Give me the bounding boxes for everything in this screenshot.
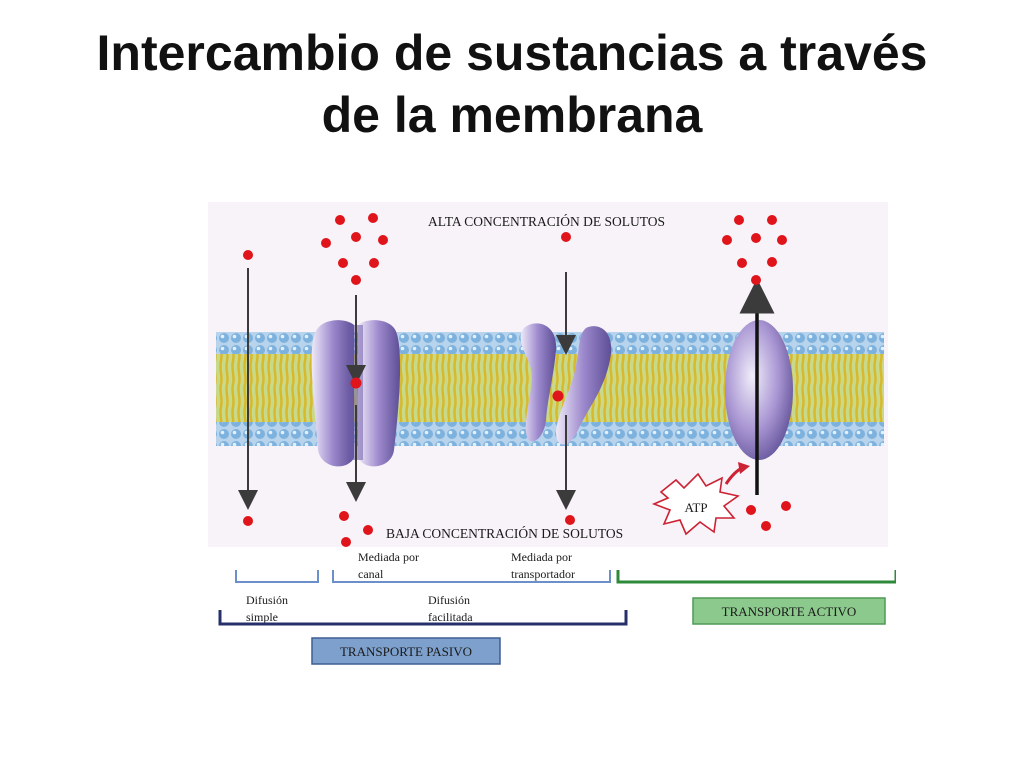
solute-dot bbox=[243, 250, 253, 260]
solute-dot bbox=[321, 238, 331, 248]
facilitated-diffusion-bracket bbox=[332, 570, 611, 583]
solute-dot bbox=[761, 521, 771, 531]
atp-label: ATP bbox=[684, 500, 707, 515]
solute-dot bbox=[339, 511, 349, 521]
solute-dot bbox=[335, 215, 345, 225]
solute-dot bbox=[751, 275, 761, 285]
solute-particles bbox=[243, 213, 791, 547]
channel-protein bbox=[311, 320, 401, 467]
solute-dot bbox=[737, 258, 747, 268]
solute-dot bbox=[350, 377, 362, 389]
active-transport-label: TRANSPORTE ACTIVO bbox=[722, 604, 857, 619]
simple-diffusion-label-line-2: simple bbox=[246, 610, 278, 624]
high-concentration-label: ALTA CONCENTRACIÓN DE SOLUTOS bbox=[428, 214, 665, 229]
solute-dot bbox=[378, 235, 388, 245]
carrier-protein bbox=[520, 323, 612, 445]
low-concentration-label: BAJA CONCENTRACIÓN DE SOLUTOS bbox=[386, 526, 623, 541]
facilitated-diffusion-label-line-1: Difusión bbox=[428, 593, 470, 607]
active-transport-box: TRANSPORTE ACTIVO bbox=[692, 597, 886, 625]
solute-dot bbox=[552, 390, 564, 402]
solute-dot bbox=[351, 232, 361, 242]
passive-transport-bracket bbox=[218, 610, 628, 626]
solute-dot bbox=[777, 235, 787, 245]
facilitated-diffusion-label-line-2: facilitada bbox=[428, 610, 473, 624]
solute-dot bbox=[561, 232, 571, 242]
solute-dot bbox=[746, 505, 756, 515]
solute-dot bbox=[734, 215, 744, 225]
solute-dot bbox=[767, 257, 777, 267]
solute-dot bbox=[351, 275, 361, 285]
channel-label-line-2: canal bbox=[358, 567, 384, 581]
diagram-canvas: ATP ALTA CONCENTRACIÓN DE SOLUTOS BAJA C… bbox=[208, 202, 896, 665]
solute-dot bbox=[363, 525, 373, 535]
solute-dot bbox=[338, 258, 348, 268]
slide-title: Intercambio de sustancias a través de la… bbox=[0, 22, 1024, 146]
simple-diffusion-bracket bbox=[235, 570, 319, 583]
solute-dot bbox=[767, 215, 777, 225]
solute-dot bbox=[751, 233, 761, 243]
active-transport-bracket bbox=[616, 570, 896, 584]
atp-burst: ATP bbox=[651, 462, 750, 536]
solute-dot bbox=[781, 501, 791, 511]
solute-dot bbox=[368, 213, 378, 223]
solute-dot bbox=[243, 516, 253, 526]
membrane-transport-diagram: ATP ALTA CONCENTRACIÓN DE SOLUTOS BAJA C… bbox=[206, 200, 896, 670]
solute-dot bbox=[722, 235, 732, 245]
passive-transport-box: TRANSPORTE PASIVO bbox=[311, 637, 501, 665]
carrier-label-line-1: Mediada por bbox=[511, 550, 572, 564]
simple-diffusion-label-line-1: Difusión bbox=[246, 593, 288, 607]
carrier-label-line-2: transportador bbox=[511, 567, 575, 581]
title-line-1: Intercambio de sustancias a través bbox=[96, 25, 928, 81]
solute-dot bbox=[565, 515, 575, 525]
title-line-2: de la membrana bbox=[321, 87, 703, 143]
transport-arrows bbox=[238, 268, 775, 510]
pump-protein bbox=[725, 320, 793, 460]
solute-dot bbox=[341, 537, 351, 547]
solute-dot bbox=[369, 258, 379, 268]
passive-transport-label: TRANSPORTE PASIVO bbox=[340, 644, 472, 659]
channel-label-line-1: Mediada por bbox=[358, 550, 419, 564]
